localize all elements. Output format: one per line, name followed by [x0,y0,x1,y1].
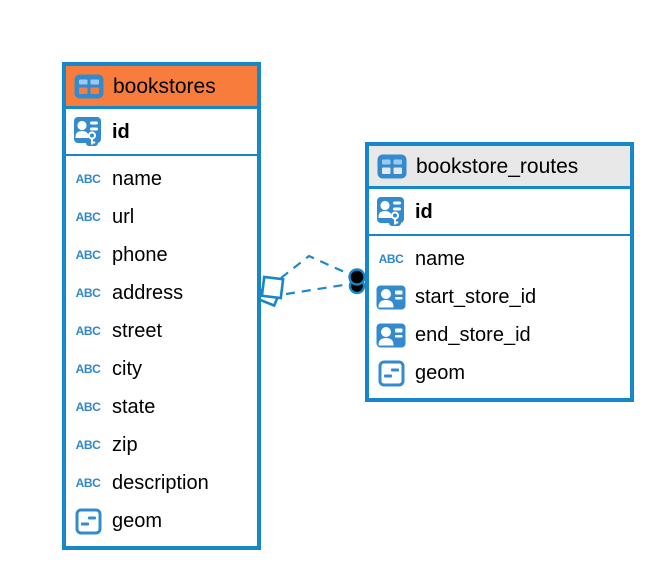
column-name: url [112,206,135,228]
text-type-icon: ABC [73,211,103,223]
column-row[interactable]: ABC state [66,388,257,426]
table-title: bookstore_routes [416,154,579,178]
one-end-marker [348,268,366,295]
text-type-icon: ABC [73,249,103,261]
foreign-key-icon [376,323,406,348]
text-type-icon: ABC [75,438,101,452]
column-row[interactable]: ABC url [66,198,257,236]
table-header[interactable]: bookstores [66,66,257,109]
column-name: id [112,120,130,143]
column-row[interactable]: ABC phone [66,236,257,274]
text-type-icon: ABC [73,439,103,451]
column-row[interactable]: geom [369,354,630,392]
text-type-icon: ABC [73,477,103,489]
column-row[interactable]: ABC street [66,312,257,350]
text-type-icon: ABC [75,248,101,262]
column-row[interactable]: ABC city [66,350,257,388]
relationship-line-start-store[interactable] [280,254,352,279]
column-name: id [415,200,433,223]
text-type-icon: ABC [73,401,103,413]
column-row[interactable]: id [369,189,630,234]
column-name: geom [112,510,163,532]
column-name: description [112,472,209,494]
key-columns-section: id [369,189,630,236]
text-type-icon: ABC [75,172,101,186]
text-type-icon: ABC [75,286,101,300]
text-type-icon: ABC [376,253,406,265]
column-name: address [112,282,184,304]
table-bookstore-routes[interactable]: bookstore_routes id ABC name start_store_i… [365,142,634,402]
text-type-icon: ABC [75,400,101,414]
geometry-type-icon [376,360,406,387]
column-row[interactable]: end_store_id [369,316,630,354]
column-row[interactable]: ABC address [66,274,257,312]
column-name: phone [112,244,168,266]
column-name: state [112,396,156,418]
text-type-icon: ABC [73,287,103,299]
geometry-type-icon [73,508,103,535]
column-name: name [112,168,163,190]
column-row[interactable]: id [66,109,257,154]
primary-key-icon [376,196,406,227]
primary-key-icon [73,116,103,147]
table-title: bookstores [113,74,216,98]
column-name: name [415,248,466,270]
many-end-marker [256,275,285,308]
column-name: street [112,320,163,342]
relationship-line-end-store[interactable] [285,282,351,296]
column-name: end_store_id [415,324,531,346]
column-name: geom [415,362,466,384]
column-row[interactable]: ABC name [369,240,630,278]
text-type-icon: ABC [75,476,101,490]
text-type-icon: ABC [75,210,101,224]
text-type-icon: ABC [73,173,103,185]
foreign-key-icon [376,285,406,310]
column-row[interactable]: start_store_id [369,278,630,316]
column-row[interactable]: geom [66,502,257,540]
column-row[interactable]: ABC description [66,464,257,502]
table-icon [377,154,407,179]
table-header[interactable]: bookstore_routes [369,146,630,189]
text-type-icon: ABC [73,325,103,337]
key-columns-section: id [66,109,257,156]
text-type-icon: ABC [73,363,103,375]
text-type-icon: ABC [75,362,101,376]
table-icon [74,74,104,99]
column-row[interactable]: ABC name [66,160,257,198]
text-type-icon: ABC [378,252,404,266]
column-row[interactable]: ABC zip [66,426,257,464]
column-name: start_store_id [415,286,537,308]
column-name: zip [112,434,138,456]
column-name: city [112,358,142,380]
text-type-icon: ABC [75,324,101,338]
